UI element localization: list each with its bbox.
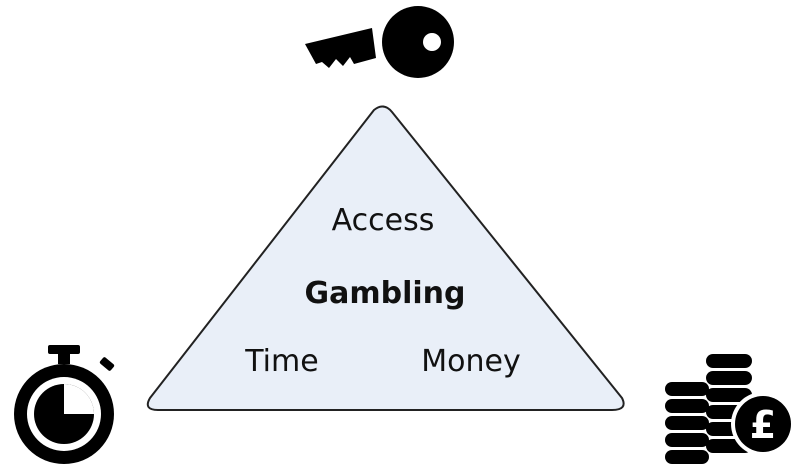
label-access: Access xyxy=(332,203,435,238)
label-gambling: Gambling xyxy=(304,276,465,311)
coins-pound-icon: £ xyxy=(665,354,795,464)
label-money: Money xyxy=(421,344,520,379)
pound-symbol: £ xyxy=(750,403,776,447)
label-time: Time xyxy=(244,344,318,379)
stopwatch-icon xyxy=(14,345,115,464)
key-icon xyxy=(305,6,454,78)
triangle-shape xyxy=(146,105,625,411)
